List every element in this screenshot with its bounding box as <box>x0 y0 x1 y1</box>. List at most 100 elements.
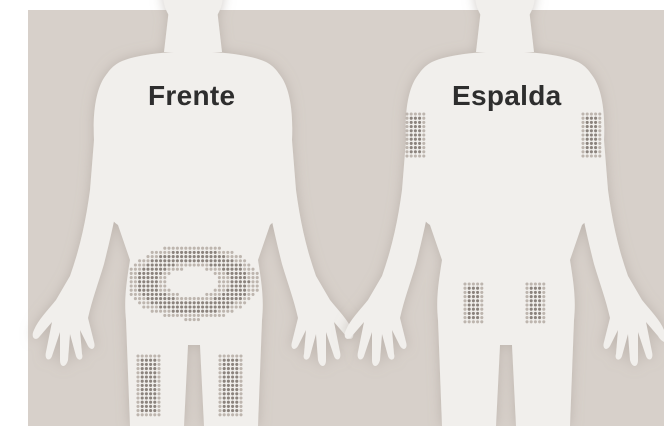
back-left-buttock-site-dot <box>480 295 484 299</box>
abdomen-site-dot <box>150 255 154 259</box>
front-right-thigh-site-dot <box>218 396 222 400</box>
abdomen-site-dot <box>167 246 171 250</box>
back-right-buttock-site-dot <box>525 303 529 307</box>
front-left-thigh-site-dot <box>140 379 144 383</box>
abdomen-site-dot <box>213 255 217 259</box>
abdomen-site-dot <box>175 305 179 309</box>
abdomen-site-dot <box>213 246 217 250</box>
abdomen-site-dot <box>146 255 150 259</box>
abdomen-site-dot <box>213 309 217 313</box>
front-right-thigh-site-dot <box>226 409 230 413</box>
back-left-buttock-site-dot <box>476 295 480 299</box>
back-left-arm-site-dot <box>418 146 422 150</box>
abdomen-site-dot <box>138 292 142 296</box>
abdomen-site-dot <box>217 288 221 292</box>
front-right-thigh-site-dot <box>235 362 239 366</box>
abdomen-site-dot <box>150 259 154 263</box>
abdomen-site-dot <box>226 263 230 267</box>
abdomen-site-dot <box>138 288 142 292</box>
abdomen-site-dot <box>243 271 247 275</box>
abdomen-site-dot <box>142 305 146 309</box>
back-left-buttock-site-dot <box>480 286 484 290</box>
abdomen-site-dot <box>192 250 196 254</box>
abdomen-site-dot <box>180 305 184 309</box>
abdomen-site-dot <box>154 271 158 275</box>
abdomen-site-dot <box>171 263 175 267</box>
back-left-buttock-site-dot <box>467 307 471 311</box>
abdomen-site-dot <box>205 309 209 313</box>
front-right-thigh-site-dot <box>231 396 235 400</box>
abdomen-site-dot <box>205 297 209 301</box>
front-right-thigh-site-dot <box>226 404 230 408</box>
front-left-thigh-site-dot <box>157 383 161 387</box>
back-left-arm-site-dot <box>409 150 413 154</box>
back-left-buttock-site-dot <box>480 303 484 307</box>
front-left-thigh-site-dot <box>144 396 148 400</box>
back-left-buttock-site-dot <box>463 290 467 294</box>
abdomen-site-dot <box>146 301 150 305</box>
back-left-buttock-site-dot <box>463 299 467 303</box>
back-right-arm-site-dot <box>581 150 585 154</box>
abdomen-site-dot <box>142 276 146 280</box>
abdomen-site-dot <box>196 263 200 267</box>
abdomen-site-dot <box>167 309 171 313</box>
back-right-buttock-site-dot <box>529 303 533 307</box>
abdomen-site-dot <box>133 297 137 301</box>
front-right-thigh-site-dot <box>231 375 235 379</box>
abdomen-site-dot <box>171 267 175 271</box>
abdomen-site-dot <box>184 263 188 267</box>
abdomen-site-dot <box>238 255 242 259</box>
front-left-thigh-site-dot <box>140 388 144 392</box>
abdomen-site-dot <box>251 276 255 280</box>
abdomen-site-dot <box>142 284 146 288</box>
abdomen-site-dot <box>167 255 171 259</box>
abdomen-site-dot <box>167 271 171 275</box>
back-right-buttock-site-dot <box>538 286 542 290</box>
abdomen-site-dot <box>201 250 205 254</box>
front-right-thigh-site-dot <box>222 358 226 362</box>
back-right-arm-site-dot <box>581 133 585 137</box>
front-left-thigh-site-dot <box>153 354 157 358</box>
abdomen-site-dot <box>150 309 154 313</box>
abdomen-site-dot <box>146 280 150 284</box>
abdomen-site-dot <box>171 255 175 259</box>
back-right-arm-site-dot <box>589 137 593 141</box>
abdomen-site-dot <box>196 297 200 301</box>
abdomen-site-dot <box>255 276 259 280</box>
abdomen-site-dot <box>255 271 259 275</box>
front-right-thigh-site-dot <box>222 400 226 404</box>
back-left-buttock-site-dot <box>463 286 467 290</box>
back-right-buttock-site-dot <box>542 295 546 299</box>
back-left-arm-site-dot <box>413 133 417 137</box>
abdomen-site-dot <box>226 267 230 271</box>
abdomen-site-dot <box>196 318 200 322</box>
front-right-thigh-site-dot <box>239 396 243 400</box>
abdomen-site-dot <box>184 318 188 322</box>
back-left-buttock-site-dot <box>480 282 484 286</box>
abdomen-site-dot <box>150 292 154 296</box>
abdomen-site-dot <box>213 313 217 317</box>
front-right-thigh-site-dot <box>222 367 226 371</box>
abdomen-site-dot <box>192 259 196 263</box>
abdomen-site-dot <box>247 267 251 271</box>
back-right-buttock-site-dot <box>542 290 546 294</box>
abdomen-site-dot <box>209 250 213 254</box>
front-right-thigh-site-dot <box>226 354 230 358</box>
back-right-buttock-site-dot <box>538 320 542 324</box>
front-left-thigh-site-dot <box>149 367 153 371</box>
abdomen-site-dot <box>209 301 213 305</box>
abdomen-site-dot <box>238 288 242 292</box>
back-left-arm-site-dot <box>405 150 409 154</box>
abdomen-site-dot <box>142 301 146 305</box>
abdomen-site-dot <box>222 263 226 267</box>
abdomen-site-dot <box>201 297 205 301</box>
abdomen-site-dot <box>234 259 238 263</box>
abdomen-site-dot <box>180 267 184 271</box>
back-right-buttock-site-dot <box>538 295 542 299</box>
front-right-thigh-site-dot <box>218 388 222 392</box>
abdomen-site-dot <box>142 267 146 271</box>
abdomen-site-dot <box>142 271 146 275</box>
abdomen-site-dot <box>150 263 154 267</box>
front-left-thigh-site-dot <box>157 362 161 366</box>
abdomen-site-dot <box>222 284 226 288</box>
